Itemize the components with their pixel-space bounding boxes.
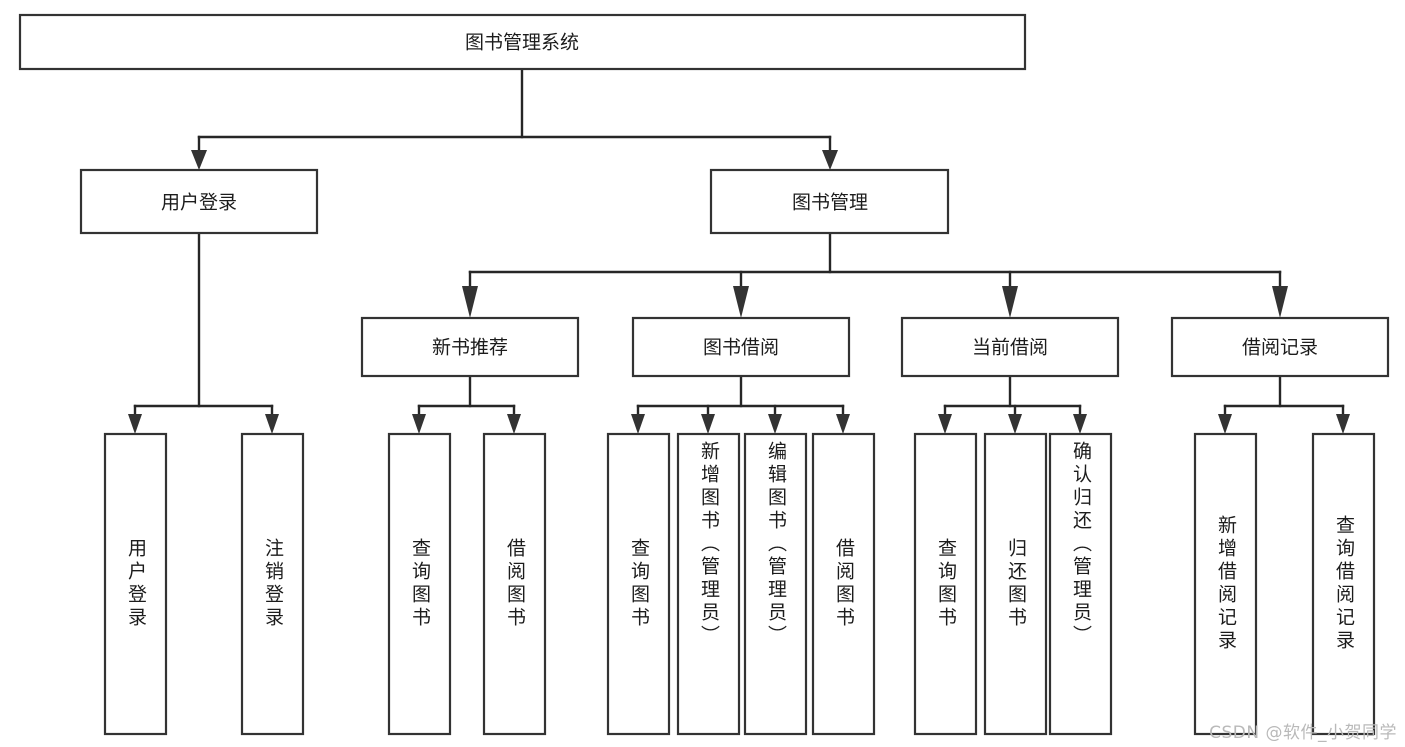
connector-layer [128,67,1350,434]
arrowhead-leaf-query-book-3 [938,414,952,434]
node-leaf-user-login[interactable] [103,432,168,736]
node-leaf-query-record[interactable] [1311,432,1376,736]
arrowhead-leaf-borrow-book-2 [836,414,850,434]
node-borrow-record-label: 借阅记录 [1242,337,1318,359]
node-current-borrow[interactable] [900,316,1120,378]
arrowhead-borrow-record [1272,286,1288,318]
node-new-book-recommend[interactable] [360,316,580,378]
node-root-label: 图书管理系统 [465,32,579,54]
node-book-manage[interactable] [709,168,950,235]
arrowhead-leaf-query-book-2 [631,414,645,434]
node-leaf-query-book-2[interactable] [606,432,671,736]
node-leaf-add-record[interactable] [1193,432,1258,736]
node-book-borrow-label: 图书借阅 [703,337,779,359]
node-new-book-recommend-label: 新书推荐 [432,337,508,359]
node-leaf-add-book[interactable] [676,432,741,736]
node-leaf-edit-book[interactable] [743,432,808,736]
arrowhead-leaf-add-record [1218,414,1232,434]
node-current-borrow-label: 当前借阅 [972,337,1048,359]
arrowhead-leaf-return-book [1008,414,1022,434]
arrowhead-book-borrow [733,286,749,318]
node-user-login[interactable] [79,168,319,235]
arrowhead-current-borrow [1002,286,1018,318]
node-leaf-query-book-1[interactable] [387,432,452,736]
node-book-borrow[interactable] [631,316,851,378]
arrowhead-leaf-user-login [128,414,142,434]
node-leaf-borrow-book-1[interactable] [482,432,547,736]
node-user-login-label: 用户登录 [161,192,237,214]
arrowhead-leaf-logout-login [265,414,279,434]
arrowhead-leaf-query-book-1 [412,414,426,434]
node-book-manage-label: 图书管理 [792,192,868,214]
arrowhead-book-manage [822,150,838,170]
arrowhead-leaf-borrow-book-1 [507,414,521,434]
arrowhead-new-book-recommend [462,286,478,318]
arrowhead-leaf-edit-book [768,414,782,434]
arrowhead-user-login [191,150,207,170]
arrowhead-leaf-query-record [1336,414,1350,434]
csdn-watermark: CSDN @软件_小贺同学 [1209,723,1397,743]
node-leaf-confirm-return[interactable] [1048,432,1113,736]
arrowhead-leaf-add-book [701,414,715,434]
node-leaf-query-book-3[interactable] [913,432,978,736]
node-leaf-return-book[interactable] [983,432,1048,736]
node-layer: 图书管理系统 用户登录 图书管理 新书推荐 图书借阅 当前借阅 借阅记录 [18,13,1390,736]
node-leaf-borrow-book-2[interactable] [811,432,876,736]
arrowhead-leaf-confirm-return [1073,414,1087,434]
node-leaf-logout-login[interactable] [240,432,305,736]
node-root[interactable] [18,13,1027,71]
node-borrow-record[interactable] [1170,316,1390,378]
